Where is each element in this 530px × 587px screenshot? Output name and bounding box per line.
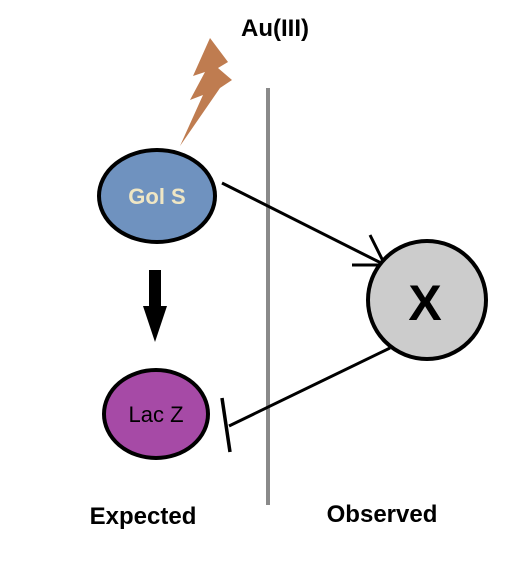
observed-activation-arrow (221, 181, 388, 267)
panel-label-observed: Observed (327, 501, 438, 528)
node-gols-label: Gol S (128, 184, 185, 209)
node-lacz: Lac Z (102, 368, 210, 460)
observed-inhibition-arrow (220, 346, 391, 453)
lightning-bolt-icon (180, 38, 232, 146)
node-lacz-label: Lac Z (128, 402, 183, 427)
node-gols: Gol S (97, 148, 217, 244)
panel-label-expected: Expected (90, 503, 197, 530)
node-x-label: X (408, 275, 441, 331)
inducer-label: Au(III) (241, 15, 309, 42)
expected-activation-arrow (143, 270, 167, 342)
node-x: X (366, 239, 488, 361)
